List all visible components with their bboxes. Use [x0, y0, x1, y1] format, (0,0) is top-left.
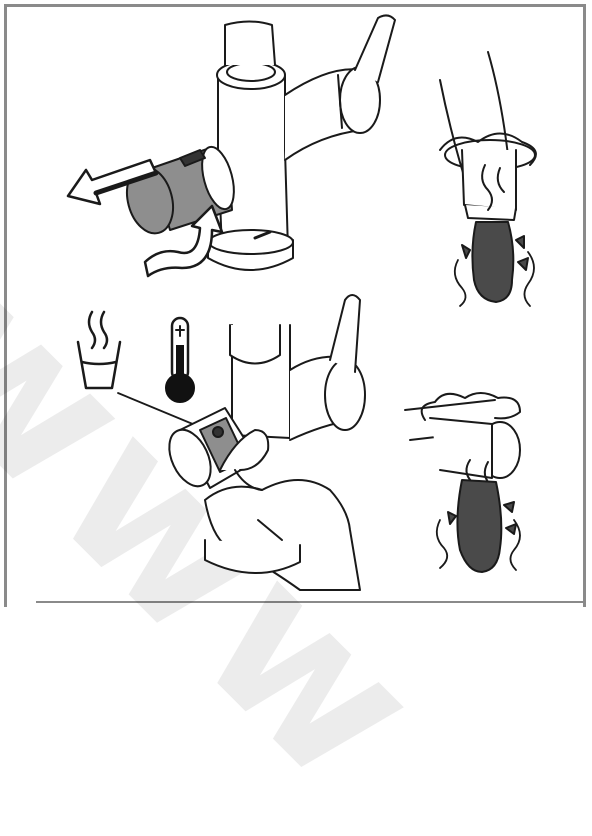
faucet-top-illustration	[68, 15, 395, 276]
hot-water-cup-icon	[78, 312, 120, 388]
faucet-bottom-illustration	[161, 295, 365, 590]
faucet-diagram	[0, 0, 592, 613]
spout-detail-bottom	[405, 393, 520, 572]
manual-page: www	[0, 0, 592, 613]
thermometer-icon	[166, 318, 194, 402]
spout-detail-top	[440, 52, 536, 306]
